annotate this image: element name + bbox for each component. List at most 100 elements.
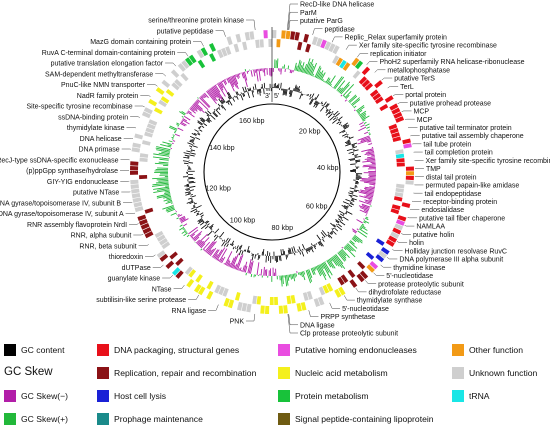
gene-block [352, 70, 361, 79]
gc-content-mark [352, 145, 355, 148]
gc-skew-mark [367, 129, 371, 132]
label-leader [365, 280, 377, 284]
gc-skew-mark [202, 94, 206, 99]
gc-skew-mark [209, 88, 217, 98]
gc-content-mark [339, 121, 342, 124]
gc-content-mark [290, 90, 293, 97]
gene-block [294, 32, 300, 41]
gene-label: peptidase [324, 26, 354, 33]
gene-block [318, 286, 326, 296]
gc-skew-mark [367, 156, 375, 159]
gc-content-mark [306, 248, 309, 252]
gc-skew-mark [234, 263, 238, 270]
gc-content-mark [285, 254, 288, 260]
gc-skew-mark [263, 68, 266, 77]
gc-content-mark [349, 202, 355, 206]
gc-skew-mark [356, 228, 359, 231]
gc-skew-mark [358, 200, 371, 205]
gc-skew-mark [176, 217, 179, 220]
gene-block [188, 54, 197, 64]
gc-skew-mark [290, 69, 293, 74]
gc-content-mark [333, 110, 339, 116]
gc-content-mark [258, 88, 261, 96]
label-leader [345, 44, 357, 50]
gc-skew-mark [315, 67, 322, 79]
gc-skew-mark [193, 233, 202, 241]
gene-block [130, 170, 139, 175]
gene-block [244, 31, 251, 41]
gene-block [259, 39, 264, 48]
gc-content-mark [207, 117, 211, 120]
gene-block [171, 82, 180, 91]
gene-block [281, 30, 286, 39]
gc-skew-mark [241, 72, 245, 79]
gene-block [256, 296, 262, 305]
gene-block [320, 39, 327, 49]
gc-content-mark [320, 231, 326, 238]
gc-content-mark [187, 142, 193, 145]
gc-content-mark [251, 90, 254, 98]
gc-skew-mark [296, 59, 301, 72]
gc-content-mark [331, 110, 334, 114]
gc-skew-mark [200, 243, 206, 249]
legend-swatch-trna [452, 390, 464, 402]
gc-skew-mark [200, 96, 211, 108]
gene-block [390, 231, 400, 239]
gene-label: putative translation elongation factor [51, 61, 164, 68]
gc-skew-mark [324, 80, 326, 83]
gc-content-mark [246, 245, 250, 253]
gc-content-mark [340, 219, 344, 222]
gc-content-mark [243, 249, 246, 252]
gene-label: putative peptidase [157, 28, 214, 35]
gc-content-mark [333, 224, 337, 227]
gc-skew-mark [303, 64, 308, 74]
gc-content-mark [352, 194, 358, 197]
gc-content-mark [201, 216, 203, 218]
gene-block [394, 223, 404, 231]
gc-skew-mark [227, 77, 235, 92]
gene-block [184, 266, 193, 275]
gene-label: DNA polymerase III alpha subunit [399, 257, 503, 264]
gc-content-mark [213, 111, 219, 117]
gc-skew-mark [368, 133, 371, 136]
gene-block [361, 79, 371, 88]
gc-content-mark [232, 246, 235, 250]
gc-skew-mark [194, 102, 203, 110]
gene-block [130, 184, 139, 189]
gc-content-mark [319, 240, 324, 247]
gc-skew-mark [359, 209, 368, 214]
gc-skew-mark [186, 112, 188, 115]
gc-content-mark [332, 113, 335, 115]
gc-content-mark [257, 254, 260, 261]
gc-skew-mark [307, 58, 314, 75]
gc-content-mark [348, 192, 354, 195]
gc-content-mark [335, 220, 339, 224]
gc-content-mark [241, 250, 244, 255]
gene-label: NadR family protein [77, 93, 139, 100]
gc-skew-mark [185, 231, 188, 234]
gc-content-mark [355, 159, 361, 162]
gc-content-mark [298, 246, 301, 252]
gc-content-mark [190, 208, 197, 213]
gc-content-mark [254, 254, 257, 259]
gc-content-mark [346, 136, 349, 138]
scale-label: 60 kbp [306, 202, 328, 211]
gc-skew-mark [360, 226, 368, 231]
gc-skew-mark [181, 119, 190, 125]
gc-content-mark [263, 88, 265, 95]
gene-label: Replic_Relax superfamily protein [345, 35, 447, 42]
gc-skew-mark [183, 232, 188, 237]
scale-label: 20 kbp [299, 127, 321, 136]
legend-gc-content: GC content [4, 344, 64, 356]
gc-content-mark [332, 118, 338, 124]
gc-content-mark [248, 88, 251, 92]
gc-content-mark [330, 231, 334, 235]
gc-skew-mark [333, 76, 343, 89]
gene-label: Holliday junction resolvase RuvC [405, 248, 507, 255]
gc-skew-mark [225, 259, 230, 266]
gene-label: MazG domain containing protein [90, 39, 191, 46]
gc-skew-mark [363, 220, 370, 224]
gene-block [226, 36, 233, 46]
gc-content-mark [328, 108, 331, 111]
gene-block [395, 219, 405, 226]
